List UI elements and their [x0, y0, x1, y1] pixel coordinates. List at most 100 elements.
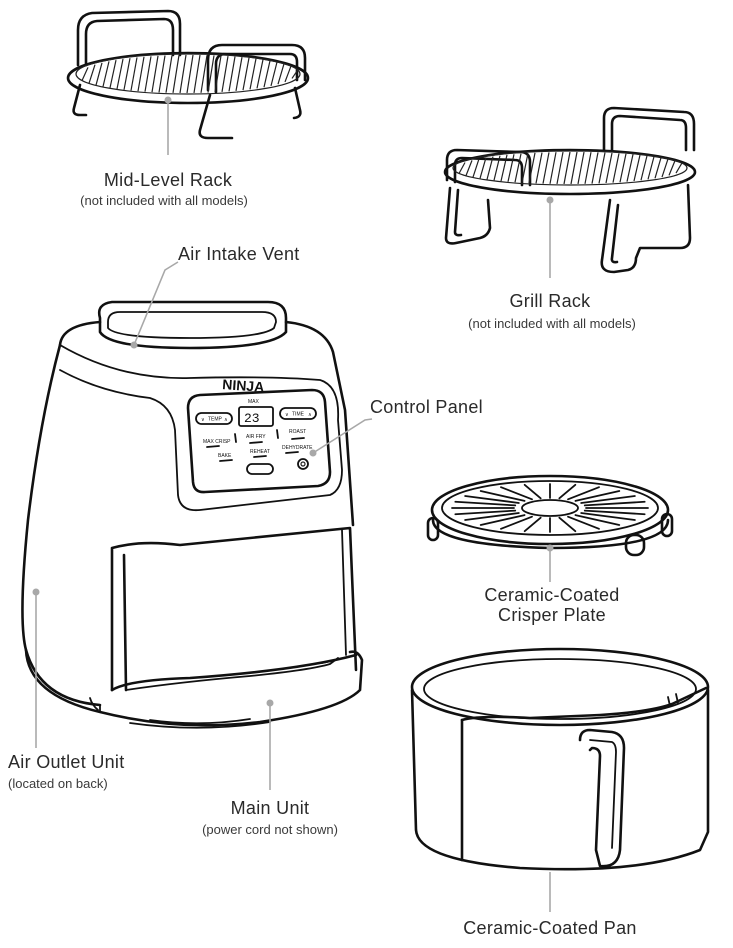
rack-wire [668, 160, 676, 176]
rack-wire [193, 54, 201, 94]
label-grill-rack: Grill Rack [509, 291, 591, 311]
note-main-unit: (power cord not shown) [202, 822, 338, 837]
rack-wire [598, 152, 606, 184]
rack-wire [256, 59, 264, 89]
fn-roast: ROAST [289, 429, 306, 435]
rack-wire [95, 62, 103, 86]
crisper-slot [500, 486, 533, 501]
rack-wire [654, 157, 662, 179]
crisper-slot [479, 490, 526, 502]
rack-wire [116, 58, 124, 90]
panel-max-text: MAX [248, 399, 260, 405]
rack-wire [179, 54, 187, 94]
rack-wire [584, 152, 592, 184]
rack-wire [675, 162, 683, 174]
rack-wire [535, 152, 543, 184]
note-mid-level-rack: (not included with all models) [80, 193, 248, 208]
rack-wire [158, 55, 166, 93]
rack-wire [200, 55, 208, 93]
rack-wire [528, 152, 536, 184]
panel-time-down: ∨ [285, 412, 289, 418]
crisper-slot [580, 512, 636, 521]
label-main-unit: Main Unit [230, 798, 310, 818]
rack-wire [479, 157, 487, 179]
crisper-slot [583, 509, 646, 516]
rack-wire [123, 58, 131, 90]
brand-logo-text: NINJA [222, 376, 265, 395]
rack-wire [263, 60, 271, 88]
note-air-outlet-unit: (located on back) [8, 776, 108, 791]
rack-wire [284, 65, 292, 83]
label-crisper-plate-line2: Crisper Plate [498, 605, 606, 625]
fn-air-fry: AIR FRY [246, 434, 266, 440]
panel-display-text: 23 [244, 411, 260, 426]
rack-wire [172, 55, 180, 93]
rack-wire [563, 151, 571, 185]
crisper-slot [558, 483, 577, 500]
rack-wire [228, 56, 236, 92]
crisper-slot [574, 490, 621, 502]
rack-wire [605, 152, 613, 184]
rack-wire [249, 58, 257, 90]
fn-dehydrate: DEHYDRATE [282, 445, 313, 451]
mid-level-rack-illustration [66, 9, 310, 140]
rack-wire [214, 55, 222, 93]
fn-reheat: REHEAT [250, 449, 270, 455]
crisper-slot [479, 514, 526, 526]
rack-wire [137, 56, 145, 92]
label-mid-level-rack: Mid-Level Rack [103, 170, 233, 190]
note-grill-rack: (not included with all models) [468, 316, 636, 331]
leader-lines [32, 96, 554, 912]
rack-wire [81, 67, 89, 81]
label-control-panel: Control Panel [370, 397, 483, 417]
main-unit-illustration: MAX 23 ∨ TEMP ∧ ∨ TIME ∧ MAX CRISP AIR F… [21, 300, 364, 729]
rack-wire [514, 153, 522, 183]
rack-wire [612, 153, 620, 183]
panel-temp-text: ∨ [201, 417, 205, 423]
rack-wire [472, 158, 480, 178]
rack-wire [207, 55, 215, 93]
rack-wire [270, 62, 278, 86]
rack-wire [242, 57, 250, 91]
rack-wire [277, 63, 285, 85]
rack-wire [493, 155, 501, 181]
rack-wire [570, 151, 578, 185]
rack-wire [640, 155, 648, 181]
crisper-slot [558, 516, 577, 533]
label-air-outlet-unit: Air Outlet Unit [8, 752, 125, 772]
fn-bake: BAKE [218, 453, 232, 459]
rack-wire [130, 57, 138, 91]
panel-temp-label: TEMP [208, 417, 223, 423]
grill-rack-illustration [443, 106, 697, 274]
rack-wire [465, 160, 473, 176]
panel-time-label: TIME [292, 412, 305, 418]
rack-wire [102, 61, 110, 87]
rack-wire [151, 55, 159, 93]
rack-wire [109, 59, 117, 89]
rack-wire [647, 156, 655, 180]
rack-wire [542, 152, 550, 184]
rack-wire [291, 69, 299, 79]
rack-wire [626, 154, 634, 182]
rack-wire [591, 152, 599, 184]
rack-wire [507, 154, 515, 182]
fn-max-crisp: MAX CRISP [203, 439, 231, 445]
label-ceramic-coated-pan: Ceramic-Coated Pan [463, 918, 637, 938]
crisper-slot [523, 483, 542, 500]
rack-wire [235, 57, 243, 91]
rack-wire [521, 153, 529, 183]
label-air-intake-vent: Air Intake Vent [178, 244, 300, 264]
rack-wire [577, 151, 585, 185]
pan-illustration [410, 647, 710, 871]
crisper-slot [523, 516, 542, 533]
label-crisper-plate-line1: Ceramic-Coated [484, 585, 620, 605]
rack-wire [633, 154, 641, 182]
crisper-plate-illustration [426, 474, 674, 557]
crisper-slot [567, 515, 600, 530]
rack-wire [186, 54, 194, 94]
crisper-slot [567, 486, 600, 501]
crisper-slot [583, 500, 646, 507]
crisper-slot [454, 509, 517, 516]
